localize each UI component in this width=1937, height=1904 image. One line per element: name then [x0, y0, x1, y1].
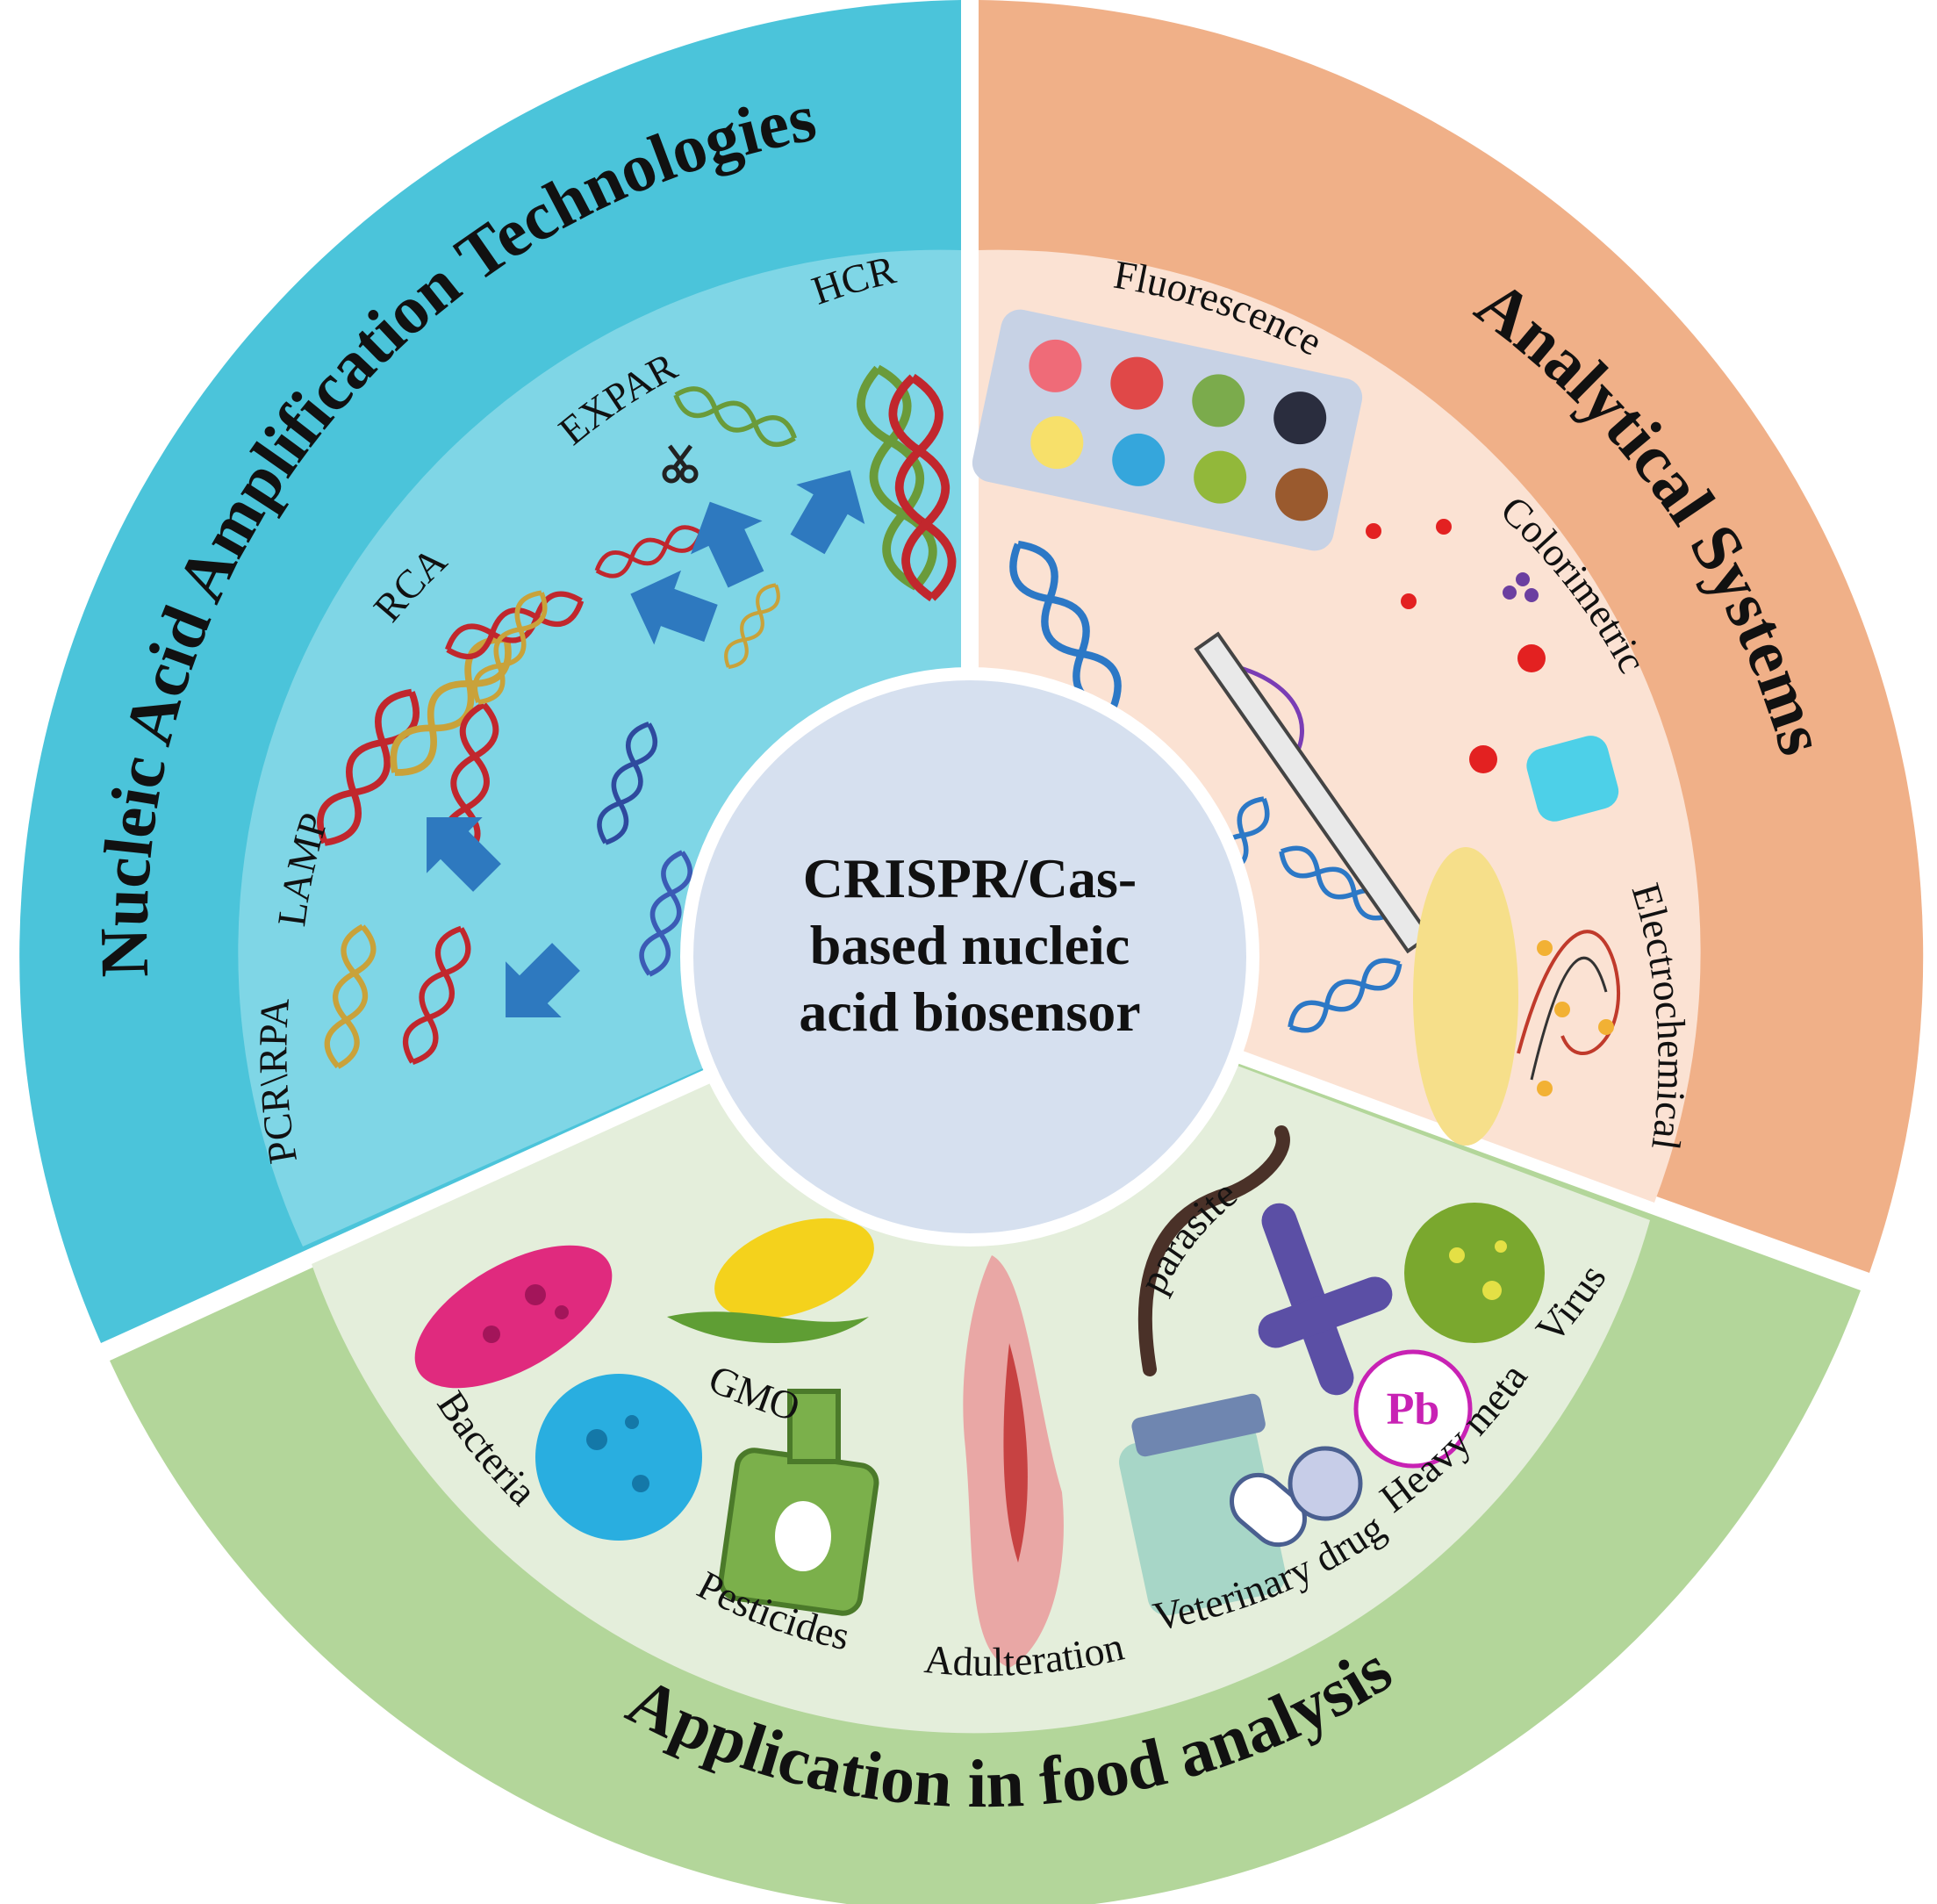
fluorescence-well [1030, 416, 1084, 470]
fluorescence-well [1192, 374, 1245, 428]
corn-icon [667, 1218, 874, 1343]
parasite-icon [1137, 1125, 1290, 1376]
fluorescence-well [1110, 356, 1164, 410]
heavy-metal-symbol: Pb [1387, 1384, 1440, 1434]
amplification-illustrations [309, 364, 955, 1068]
virus-icon [1404, 1203, 1545, 1343]
lateral-flow-strip-icon [1194, 631, 1546, 954]
electrode-icon [1413, 847, 1621, 1146]
meat-icon [963, 1255, 1064, 1668]
spray-bottle-icon [718, 1389, 879, 1616]
virus-icon [535, 1374, 702, 1541]
fluorescence-well [1112, 433, 1166, 486]
heavy-metal-icon: Pb [1353, 1349, 1473, 1469]
fluorescence-plate-icon [972, 309, 1363, 551]
application-illustrations: Pb [414, 1125, 1545, 1668]
scissors-icon [662, 444, 699, 484]
center-title-line-2: based nucleic [810, 914, 1130, 976]
fluorescence-well [1194, 450, 1247, 504]
center-hub: CRISPR/Cas- based nucleic acid biosensor [680, 667, 1259, 1247]
pill-bottle-icon [1119, 1393, 1363, 1616]
fluorescence-well [1029, 339, 1082, 392]
center-title-line-1: CRISPR/Cas- [803, 847, 1137, 909]
colorimetric-particles [1366, 519, 1539, 609]
bacteria-icon [414, 1245, 613, 1389]
analytical-illustrations [972, 309, 1621, 1146]
center-title-line-3: acid biosensor [799, 981, 1140, 1043]
fluorescence-well [1273, 392, 1327, 445]
chromosome-icon [1258, 1203, 1393, 1396]
fluorescence-well [1275, 468, 1329, 521]
detection-tube-icon [1526, 736, 1619, 822]
